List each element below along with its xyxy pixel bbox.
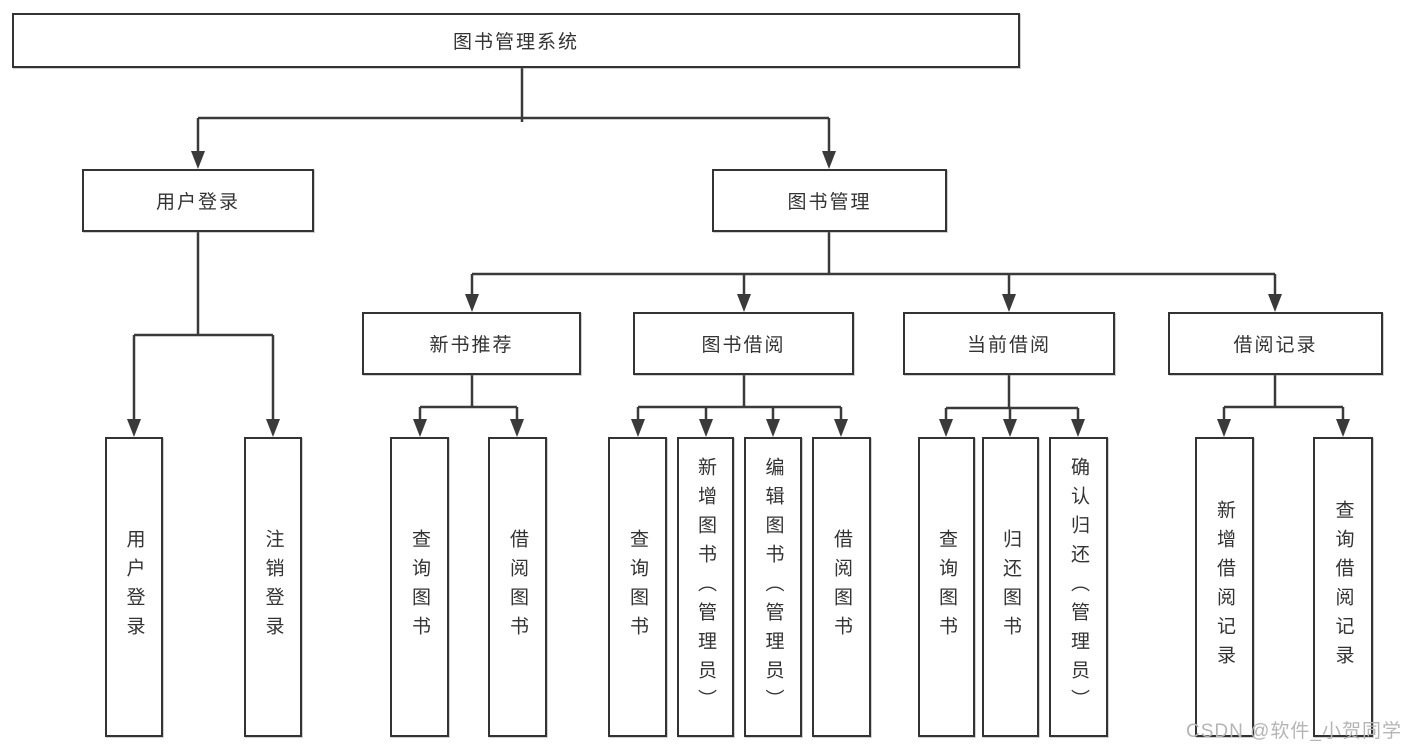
node-borrow-books-recommend: 借阅图书 <box>488 437 547 737</box>
node-label: 新增借阅记录 <box>1214 500 1235 674</box>
node-confirm-return-admin: 确认归还（管理员） <box>1049 437 1108 737</box>
node-label: 注销登录 <box>262 529 284 645</box>
node-label: 编辑图书（管理员） <box>762 456 784 718</box>
node-query-borrow-record: 查询借阅记录 <box>1313 437 1373 737</box>
node-user-login-leaf: 用户登录 <box>105 437 163 737</box>
node-label: 新增图书（管理员） <box>695 456 716 718</box>
node-user-login: 用户登录 <box>82 169 314 232</box>
watermark-text: CSDN @软件_小贺同学 <box>1186 721 1402 742</box>
node-label: 用户登录 <box>155 192 240 213</box>
node-query-books-borrowing: 查询图书 <box>608 437 667 737</box>
node-query-books-current: 查询图书 <box>918 437 975 737</box>
node-label: 查询图书 <box>627 529 648 645</box>
node-logout: 注销登录 <box>244 437 302 737</box>
node-library-management-system: 图书管理系统 <box>12 13 1020 68</box>
node-label: 用户登录 <box>123 529 145 645</box>
node-label: 图书借阅 <box>701 335 786 356</box>
node-book-borrowing: 图书借阅 <box>633 312 854 375</box>
node-borrowing-records: 借阅记录 <box>1168 312 1383 375</box>
node-label: 归还图书 <box>1000 529 1021 645</box>
node-query-books-recommend: 查询图书 <box>390 437 449 737</box>
node-borrow-books-borrowing: 借阅图书 <box>812 437 871 737</box>
node-label: 图书管理 <box>787 192 872 213</box>
node-add-borrow-record: 新增借阅记录 <box>1195 437 1254 737</box>
node-new-book-recommendation: 新书推荐 <box>362 312 581 375</box>
node-label: 查询借阅记录 <box>1332 500 1354 674</box>
node-add-book-admin: 新增图书（管理员） <box>677 437 734 737</box>
node-edit-book-admin: 编辑图书（管理员） <box>744 437 802 737</box>
node-label: 借阅图书 <box>831 529 852 645</box>
node-label: 借阅图书 <box>507 529 528 645</box>
node-label: 图书管理系统 <box>452 32 579 53</box>
node-label: 新书推荐 <box>429 335 514 356</box>
node-label: 查询图书 <box>936 529 957 645</box>
node-label: 借阅记录 <box>1233 335 1318 356</box>
node-label: 查询图书 <box>409 529 430 645</box>
node-return-books: 归还图书 <box>982 437 1039 737</box>
node-current-borrowing: 当前借阅 <box>903 312 1115 375</box>
node-label: 确认归还（管理员） <box>1068 456 1089 718</box>
node-label: 当前借阅 <box>966 335 1051 356</box>
node-book-management: 图书管理 <box>712 169 947 232</box>
